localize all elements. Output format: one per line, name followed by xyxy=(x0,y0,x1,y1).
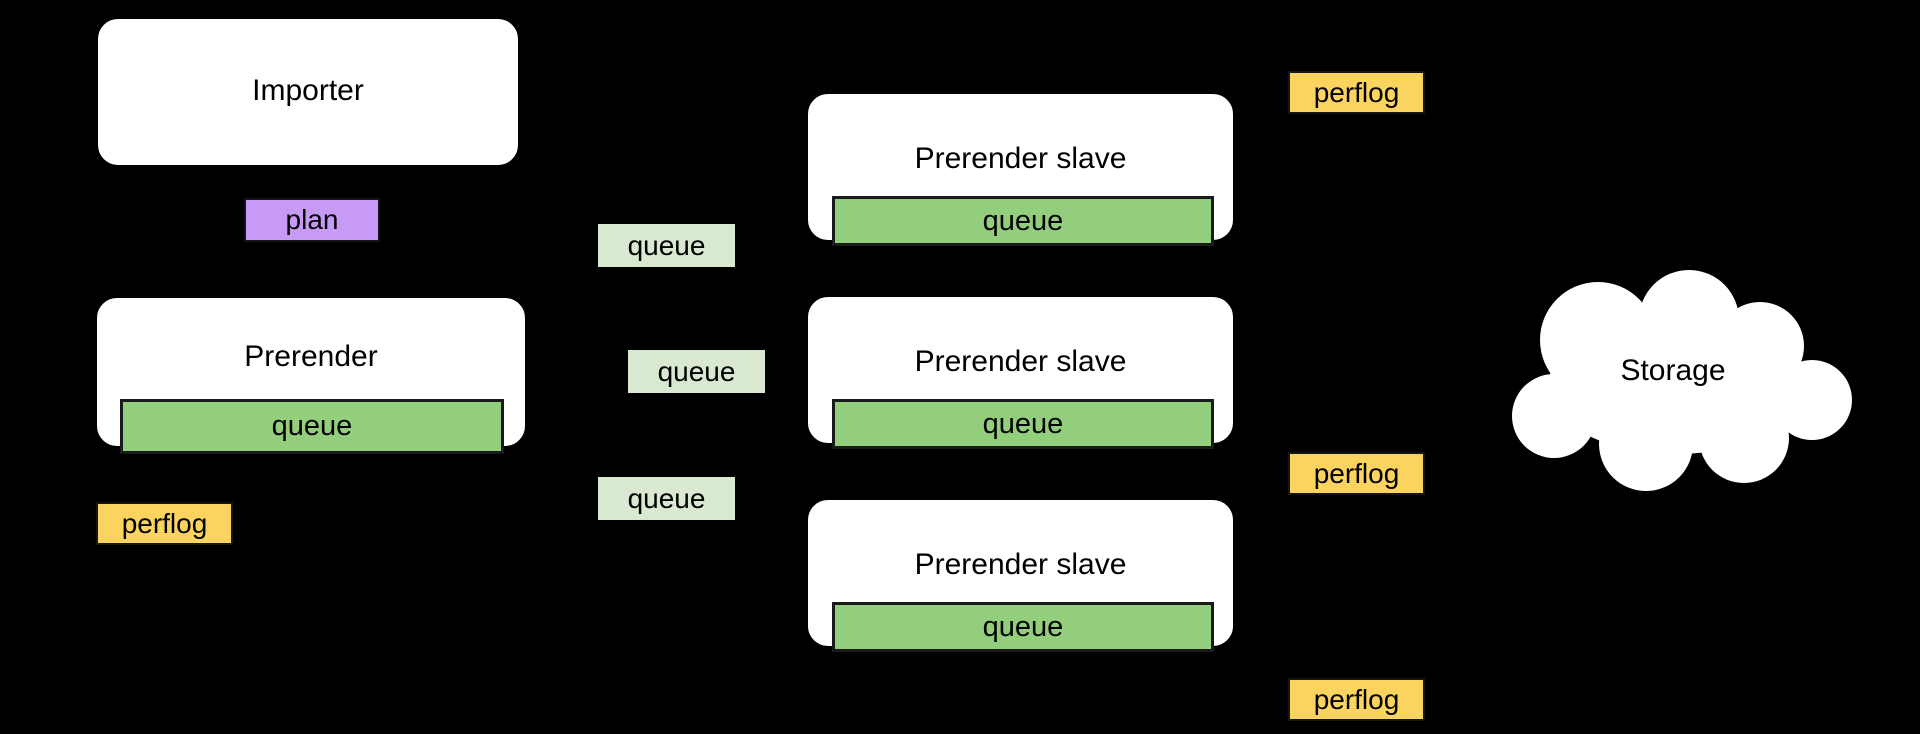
prerender-slave-2-label: Prerender slave xyxy=(914,345,1127,378)
importer-label: Importer xyxy=(252,74,364,107)
prerender-slave-node-2: Prerender slave queue xyxy=(806,295,1235,449)
queue-tag-3-label: queue xyxy=(627,482,706,514)
prerender-slave-1-queue-bar: queue xyxy=(832,196,1214,246)
prerender-slave-3-queue-bar: queue xyxy=(832,602,1214,652)
plan-tag: plan xyxy=(244,198,380,242)
queue-tag-2-label: queue xyxy=(657,355,736,387)
perflog-tag-right-3: perflog xyxy=(1288,678,1425,721)
cloud-icon xyxy=(1512,270,1852,491)
perflog-right-3-label: perflog xyxy=(1313,683,1400,715)
prerender-queue-bar: queue xyxy=(120,399,504,454)
queue-tag-1-label: queue xyxy=(627,229,706,261)
perflog-tag-right-1: perflog xyxy=(1288,71,1425,114)
prerender-slave-2-queue-bar: queue xyxy=(832,399,1214,449)
prerender-slave-1-queue-label: queue xyxy=(982,204,1064,237)
perflog-right-2-label: perflog xyxy=(1313,457,1400,489)
perflog-tag-right-2: perflog xyxy=(1288,452,1425,495)
storage-node: Storage xyxy=(1486,268,1860,492)
queue-tag-3: queue xyxy=(598,477,735,520)
queue-tag-2: queue xyxy=(628,350,765,393)
perflog-tag-left: perflog xyxy=(96,502,233,545)
prerender-slave-node-1: Prerender slave queue xyxy=(806,92,1235,246)
prerender-slave-3-label: Prerender slave xyxy=(914,548,1127,581)
prerender-slave-1-label: Prerender slave xyxy=(914,142,1127,175)
perflog-right-1-label: perflog xyxy=(1313,76,1400,108)
importer-node: Importer xyxy=(96,17,520,167)
prerender-label: Prerender xyxy=(244,340,378,373)
storage-label: Storage xyxy=(1620,354,1726,387)
prerender-slave-2-queue-label: queue xyxy=(982,407,1064,440)
prerender-queue-label: queue xyxy=(271,410,353,442)
plan-tag-label: plan xyxy=(285,204,339,235)
perflog-left-label: perflog xyxy=(121,507,208,539)
queue-tag-1: queue xyxy=(598,224,735,267)
prerender-node: Prerender queue xyxy=(95,296,527,454)
prerender-slave-node-3: Prerender slave queue xyxy=(806,498,1235,652)
prerender-slave-3-queue-label: queue xyxy=(982,610,1064,643)
